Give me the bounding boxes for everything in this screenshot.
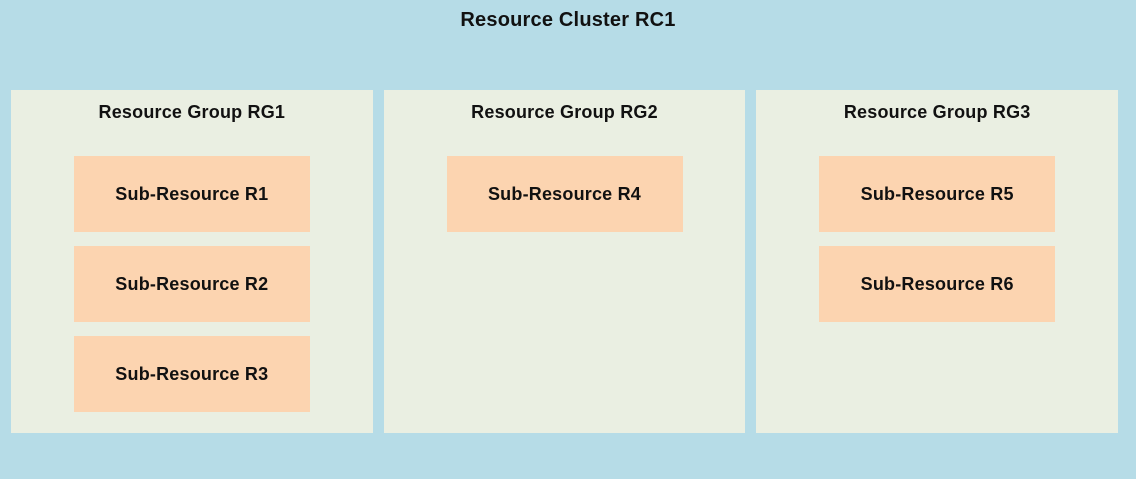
- sub-resource-r2: Sub-Resource R2: [73, 246, 310, 322]
- rg3-resource-stack: Sub-Resource R5 Sub-Resource R6: [819, 156, 1056, 322]
- resource-group-rg2: Resource Group RG2 Sub-Resource R4: [383, 90, 746, 433]
- rg2-resource-stack: Sub-Resource R4: [446, 156, 683, 232]
- cluster-title: Resource Cluster RC1: [460, 9, 676, 31]
- group-title-rg3: Resource Group RG3: [843, 102, 1031, 122]
- group-title-rg2: Resource Group RG2: [471, 102, 658, 122]
- sub-resource-r5: Sub-Resource R5: [819, 156, 1056, 232]
- resource-group-rg1: Resource Group RG1 Sub-Resource R1 Sub-R…: [11, 90, 373, 433]
- sub-resource-r1: Sub-Resource R1: [73, 156, 310, 232]
- sub-resource-r3: Sub-Resource R3: [73, 336, 310, 412]
- sub-resource-r4: Sub-Resource R4: [446, 156, 683, 232]
- sub-resource-r6: Sub-Resource R6: [819, 246, 1056, 322]
- rg1-resource-stack: Sub-Resource R1 Sub-Resource R2 Sub-Reso…: [73, 156, 310, 412]
- resource-groups-row: Resource Group RG1 Sub-Resource R1 Sub-R…: [11, 90, 1119, 433]
- group-title-rg1: Resource Group RG1: [98, 102, 286, 122]
- resource-group-rg3: Resource Group RG3 Sub-Resource R5 Sub-R…: [756, 90, 1119, 433]
